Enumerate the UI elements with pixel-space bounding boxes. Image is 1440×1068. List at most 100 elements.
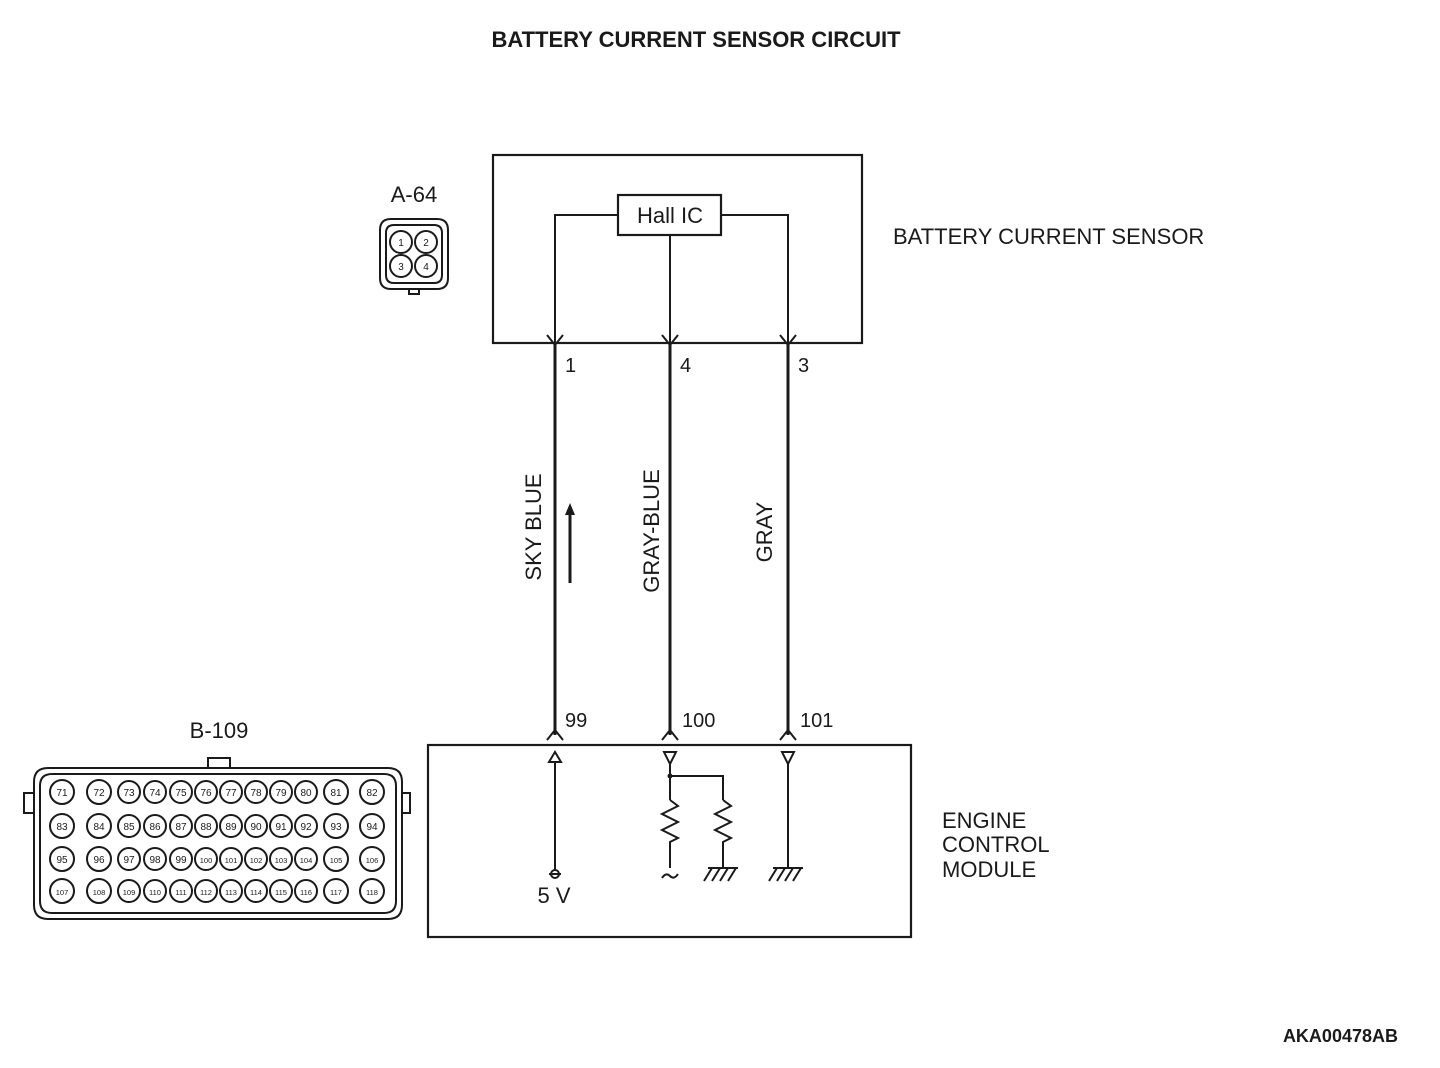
- b109-pin-80: [294, 780, 318, 804]
- b109-pin-79-label: 79: [275, 788, 287, 799]
- a64-pin-3-label: 3: [398, 262, 404, 273]
- wire-color-sky-blue: SKY BLUE: [521, 473, 546, 580]
- connector-b109-inner: [39, 773, 397, 914]
- b109-pin-77: [219, 780, 243, 804]
- b109-pin-117: [323, 878, 349, 904]
- b109-pin-103-label: 103: [275, 856, 288, 865]
- a64-pin-1: [389, 230, 413, 254]
- ground-icon-1: [703, 867, 738, 882]
- ecm-pin-100-label: 100: [682, 710, 715, 732]
- b109-pin-71-label: 71: [56, 788, 68, 799]
- b109-pin-100: [194, 847, 218, 871]
- resistor-1-tail: [661, 873, 679, 879]
- b109-pin-84: [86, 813, 112, 839]
- b109-pin-110-label: 110: [149, 888, 161, 897]
- b109-pin-75: [169, 780, 193, 804]
- connector-a64-body: [379, 218, 449, 290]
- b109-pin-114-label: 114: [250, 888, 262, 897]
- a64-pin-4: [414, 254, 438, 278]
- b109-pin-98: [143, 847, 167, 871]
- sensor-pin-4-label: 4: [680, 355, 691, 377]
- b109-pin-86: [143, 814, 167, 838]
- b109-pin-107: [49, 878, 75, 904]
- connector-a64-inner: [385, 224, 443, 284]
- resistor-2-icon: [712, 799, 734, 868]
- b109-pin-80-label: 80: [300, 788, 312, 799]
- ecm-supply-label: 5 V: [537, 883, 570, 908]
- b109-pin-76: [194, 780, 218, 804]
- ecm-arrow-101: [779, 728, 797, 741]
- connector-b109-id: B-109: [190, 718, 249, 743]
- b109-pin-96: [86, 846, 112, 872]
- b109-pin-81: [323, 779, 349, 805]
- b109-pin-90: [244, 814, 268, 838]
- b109-pin-83-label: 83: [56, 822, 68, 833]
- ecm-pin-101-label: 101: [800, 710, 833, 732]
- b109-pin-110: [143, 879, 167, 903]
- b109-pin-105-label: 105: [330, 856, 343, 865]
- sensor-pin-3-label: 3: [798, 355, 809, 377]
- b109-pin-115-label: 115: [275, 888, 287, 897]
- b109-pin-91-label: 91: [275, 822, 287, 833]
- b109-pin-81-label: 81: [330, 788, 342, 799]
- b109-pin-108-label: 108: [93, 888, 106, 897]
- b109-pin-107-label: 107: [56, 888, 69, 897]
- b109-pin-88-label: 88: [200, 822, 212, 833]
- b109-pin-98-label: 98: [149, 855, 161, 866]
- connector-b109-right-tab: [401, 792, 411, 814]
- b109-pin-93-label: 93: [330, 822, 342, 833]
- b109-pin-114: [244, 879, 268, 903]
- b109-pin-90-label: 90: [250, 822, 262, 833]
- b109-pin-106-label: 106: [366, 856, 379, 865]
- connector-b109-left-tab: [23, 792, 35, 814]
- ecm-label-line-1: ENGINE: [942, 808, 1026, 833]
- ecm-input-99-triangle: [547, 750, 563, 763]
- b109-pin-113-label: 113: [225, 888, 237, 897]
- figure-code: AKA00478AB: [1283, 1026, 1398, 1046]
- connector-b109-latch: [207, 757, 231, 769]
- b109-pin-101-label: 101: [225, 856, 238, 865]
- b109-pin-86-label: 86: [149, 822, 161, 833]
- b109-pin-111: [169, 879, 193, 903]
- harness-wires: 1 4 3 SKY BLUE GRAY-BLUE GRAY 99 100 101: [521, 345, 833, 741]
- b109-pin-102: [244, 847, 268, 871]
- b109-pin-115: [269, 879, 293, 903]
- b109-pin-97: [117, 847, 141, 871]
- b109-pin-103: [269, 847, 293, 871]
- b109-pin-105: [323, 846, 349, 872]
- b109-pin-118-label: 118: [366, 888, 378, 897]
- ecm-input-100-triangle: [662, 751, 678, 767]
- ecm-100-branch: [670, 775, 724, 800]
- b109-pin-79: [269, 780, 293, 804]
- b109-pin-113: [219, 879, 243, 903]
- b109-pin-83: [49, 813, 75, 839]
- b109-pin-101: [219, 847, 243, 871]
- b109-pin-109-label: 109: [123, 888, 136, 897]
- b109-pin-112-label: 112: [200, 888, 212, 897]
- b109-pin-74-label: 74: [149, 788, 161, 799]
- b109-pin-71: [49, 779, 75, 805]
- connector-a64: A-64 1 2 3 4: [379, 182, 449, 295]
- b109-pin-75-label: 75: [175, 788, 187, 799]
- resistor-1-icon: [659, 799, 681, 868]
- b109-pin-96-label: 96: [93, 855, 105, 866]
- b109-pin-78-label: 78: [250, 788, 262, 799]
- b109-pin-82-label: 82: [366, 788, 378, 799]
- b109-pin-99-label: 99: [175, 855, 187, 866]
- ecm-arrow-100: [661, 728, 679, 741]
- wire-color-gray: GRAY: [752, 501, 777, 562]
- engine-control-module: 5 V ENGINE CONTROL MODULE: [426, 743, 1050, 939]
- hall-ic-lead-1: [554, 214, 618, 344]
- b109-pin-72-label: 72: [93, 788, 105, 799]
- b109-pin-82: [359, 779, 385, 805]
- b109-pin-89: [219, 814, 243, 838]
- ecm-pin-99-label: 99: [565, 710, 587, 732]
- ecm-arrow-99: [546, 728, 564, 741]
- b109-pin-77-label: 77: [225, 788, 237, 799]
- wire-color-gray-blue: GRAY-BLUE: [639, 469, 664, 593]
- b109-pin-104: [294, 847, 318, 871]
- b109-pin-111-label: 111: [175, 888, 186, 897]
- ecm-label-line-2: CONTROL: [942, 832, 1050, 857]
- a64-pin-1-label: 1: [398, 238, 404, 249]
